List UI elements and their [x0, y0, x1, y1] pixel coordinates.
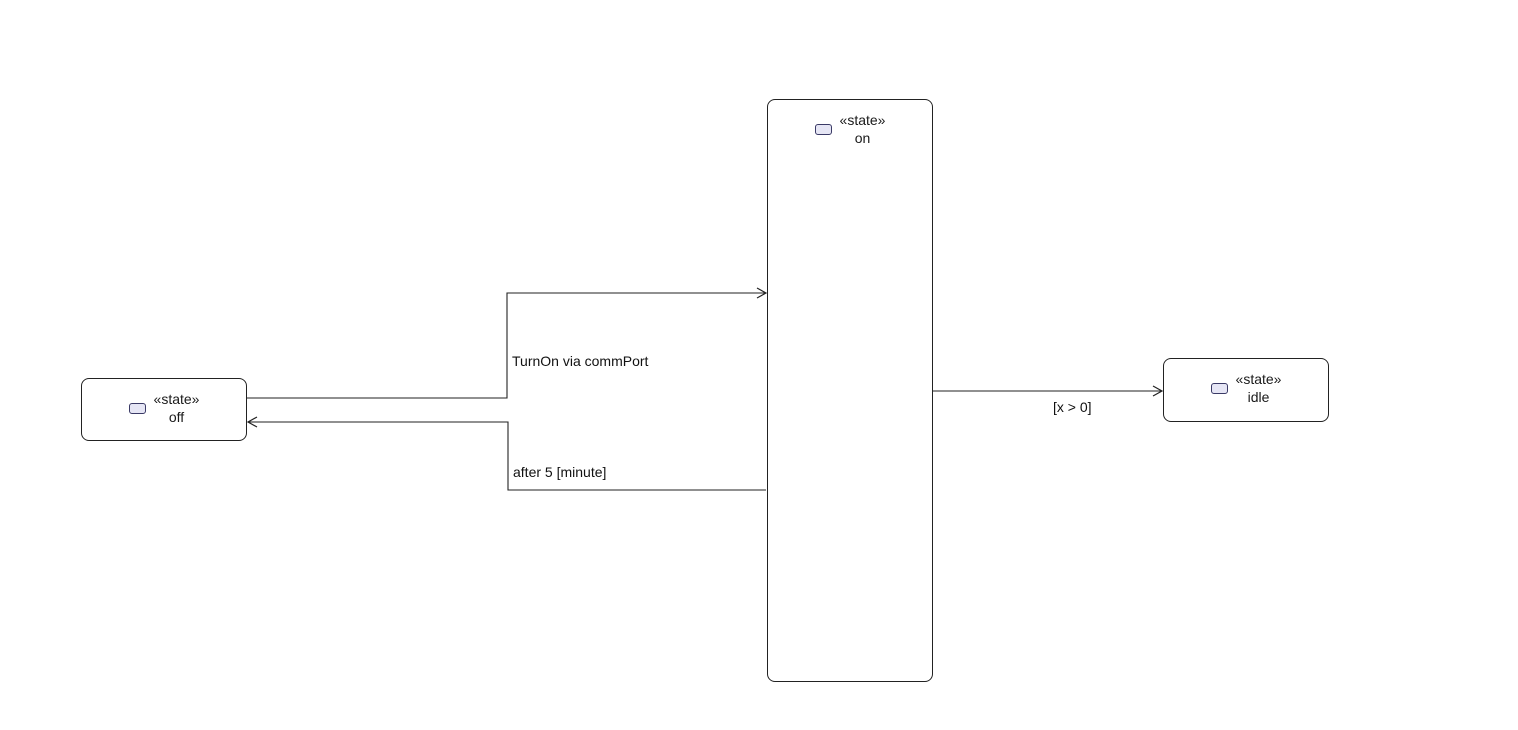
- transition-on-to-off-line[interactable]: [246, 416, 766, 491]
- state-on-header: «state» on: [768, 111, 932, 147]
- state-icon: [814, 123, 832, 135]
- state-off-header: «state» off: [82, 390, 246, 426]
- transition-on-to-off-label[interactable]: after 5 [minute]: [513, 464, 607, 480]
- state-on[interactable]: «state» on: [767, 99, 933, 682]
- transition-off-to-on-line[interactable]: [247, 287, 768, 399]
- state-on-stereotype: «state»: [839, 112, 886, 128]
- state-idle[interactable]: «state» idle: [1163, 358, 1329, 422]
- state-icon: [128, 402, 146, 414]
- state-icon: [1210, 382, 1228, 394]
- transition-off-to-on-label[interactable]: TurnOn via commPort: [512, 353, 649, 369]
- state-on-name: on: [854, 130, 871, 146]
- transition-on-to-idle-label[interactable]: [x > 0]: [1053, 399, 1092, 415]
- state-idle-header: «state» idle: [1164, 370, 1328, 406]
- state-off-name: off: [168, 409, 185, 425]
- state-idle-stereotype: «state»: [1235, 371, 1282, 387]
- state-off[interactable]: «state» off: [81, 378, 247, 441]
- state-idle-name: idle: [1247, 389, 1270, 405]
- state-off-stereotype: «state»: [153, 391, 200, 407]
